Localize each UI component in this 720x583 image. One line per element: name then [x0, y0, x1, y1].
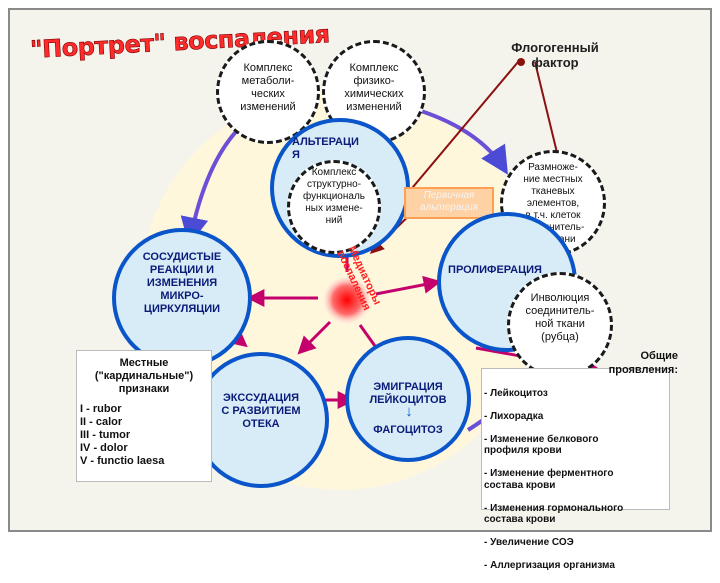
local-signs-box	[76, 350, 212, 482]
general-title: Общие проявления:	[608, 350, 678, 376]
general-item: - Лихорадка	[484, 410, 544, 422]
vascular-reactions-circle	[112, 228, 252, 368]
metabolic-complex-label: Комплекс метаболи- ческих изменений	[240, 62, 296, 113]
factor-dot	[517, 58, 525, 66]
structural-complex-label: Комплекс структурно- функциональ ных изм…	[302, 167, 366, 226]
general-item: - Изменение ферментного состава крови	[484, 468, 614, 491]
local-sign-item: IV - dolor	[80, 442, 128, 454]
exudation-label: ЭКССУДАЦИЯ С РАЗВИТИЕМ ОТЕКА	[221, 392, 301, 430]
local-sign-item: V - functio laesa	[80, 455, 165, 467]
local-signs-title: Местные ("кардинальные") признаки	[94, 357, 194, 395]
general-item: - Лейкоцитоз	[484, 387, 548, 399]
phlogogenic-factor: Флогогенный фактор	[511, 40, 599, 70]
inflammation-focus	[321, 274, 373, 326]
local-sign-item: III - tumor	[80, 429, 131, 441]
exudation-circle	[193, 352, 329, 488]
local-signs-list: I - rubor II - calor III - tumor IV - do…	[80, 403, 208, 468]
arrow-center-to-proliferation	[375, 275, 442, 296]
local-sign-item: I - rubor	[80, 403, 122, 415]
arrow-factor-to-reproduction	[534, 61, 565, 168]
general-item: - Изменения гормонального состава крови	[484, 502, 624, 526]
general-box	[481, 368, 670, 510]
metabolic-complex-circle	[216, 40, 320, 144]
phagocytosis-label: ФАГОЦИТОЗ	[373, 424, 443, 436]
vascular-reactions-label: СОСУДИСТЫЕ РЕАКЦИИ И ИЗМЕНЕНИЯ МИКРО- ЦИ…	[142, 251, 222, 315]
general-item: - Увеличение СОЭ	[484, 537, 574, 548]
general-item: - Изменение белкового профиля крови	[484, 433, 599, 457]
structural-complex-circle	[287, 160, 381, 254]
emigration-arrow-glyph: ↓	[405, 403, 413, 420]
local-sign-item: II - calor	[80, 416, 123, 428]
arrow-center-to-exudation	[297, 320, 332, 355]
emigration-label: ЭМИГРАЦИЯ ЛЕЙКОЦИТОВ	[369, 381, 447, 406]
involution-label: Инволюция соединитель- ной ткани (рубца)	[525, 292, 595, 343]
general-item: - Аллергизация организма	[484, 560, 615, 571]
loop-arrow-top-right	[417, 108, 508, 175]
general-list: - Лейкоцитоз - Лихорадка - Изменение бел…	[484, 376, 668, 583]
emigration-circle	[345, 336, 471, 462]
slide-frame: "Портрет" воспаления Комплекс метаболи- …	[8, 8, 712, 571]
alteration-label: АЛЬТЕРАЦИ Я	[292, 136, 359, 161]
primary-alteration-box	[404, 187, 494, 219]
primary-alteration-label: Первичная альтерация	[420, 190, 478, 213]
physicochemical-complex-label: Комплекс физико- химических изменений	[344, 62, 404, 113]
proliferation-label: ПРОЛИФЕРАЦИЯ	[448, 264, 542, 276]
